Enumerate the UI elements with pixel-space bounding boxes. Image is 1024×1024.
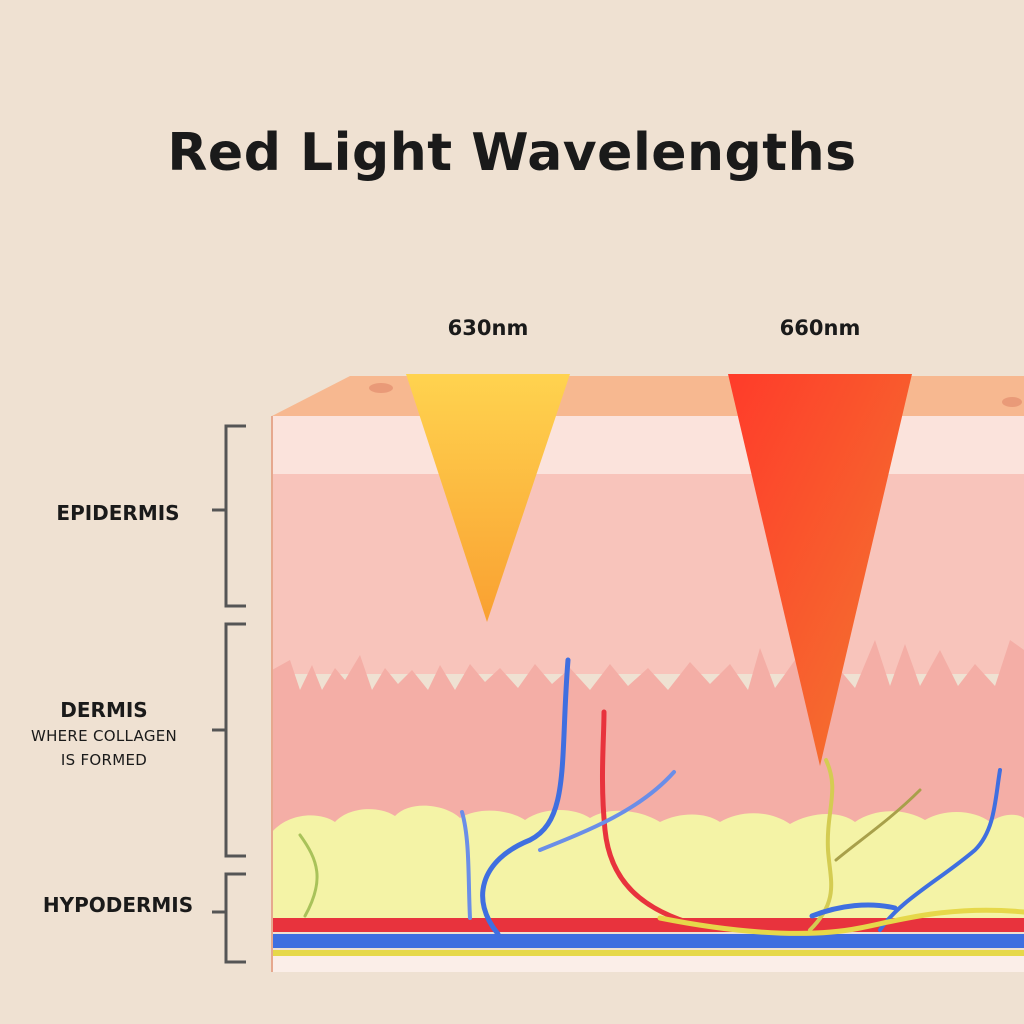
light-cone-630nm [406, 374, 570, 622]
skin-pore [369, 383, 393, 393]
epidermis-outer-layer [272, 416, 1024, 474]
artery [599, 709, 703, 929]
skin-pore [1002, 397, 1022, 407]
hypodermis-bracket [212, 872, 246, 964]
nerve [834, 788, 922, 862]
nerve-band [272, 950, 1024, 956]
wavelength-label-660: 660nm [779, 316, 861, 340]
dermis-label: DERMIS [60, 698, 148, 722]
vein [460, 810, 472, 920]
wavelength-label-630: 630nm [447, 316, 529, 340]
artery-band [272, 918, 1024, 932]
page-title: Red Light Wavelengths [167, 123, 857, 183]
vein-band [272, 934, 1024, 948]
nerve [657, 907, 1024, 936]
epidermis-label: EPIDERMIS [56, 501, 180, 525]
vein [538, 770, 676, 852]
nerve [808, 758, 835, 932]
light-cone-660nm [728, 374, 912, 766]
vein [480, 657, 571, 937]
nerve [298, 833, 319, 918]
vein [809, 902, 898, 919]
skin-surface [272, 376, 1024, 416]
epidermis-bracket [212, 424, 246, 608]
fat-layer [272, 805, 1024, 925]
dermis-sublabel-line2: IS FORMED [60, 751, 148, 769]
vein [878, 768, 1002, 932]
dermis-bracket [212, 622, 246, 858]
epidermis-layer [272, 474, 1024, 674]
bottom-layer [272, 956, 1024, 972]
dermis-sublabel-line1: WHERE COLLAGEN [30, 727, 178, 745]
hypodermis-label: HYPODERMIS [42, 893, 194, 917]
